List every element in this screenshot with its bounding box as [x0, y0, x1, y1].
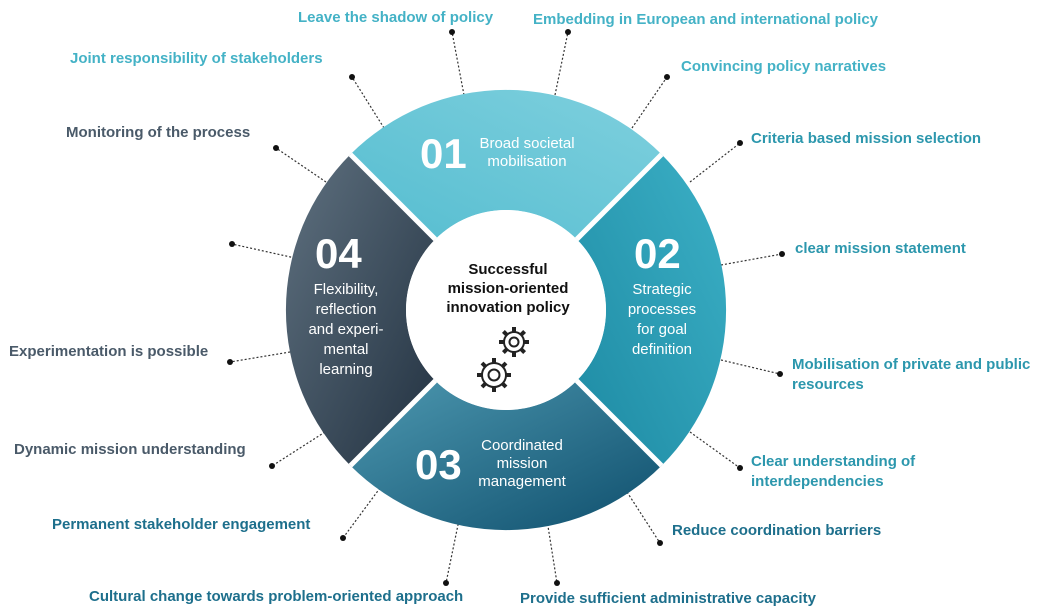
- label-stakeholder-engagement: Permanent stakeholder engagement: [52, 516, 311, 533]
- label-experimentation: Experimentation is possible: [9, 343, 209, 360]
- segment-02-line2: processes: [628, 301, 696, 318]
- segment-03-number: 03: [415, 441, 462, 488]
- segment-02-line4: definition: [632, 341, 692, 358]
- segment-04-line5: learning: [319, 361, 372, 378]
- center-line3: innovation policy: [446, 299, 570, 316]
- label-cultural-change: Cultural change towards problem-oriented…: [89, 588, 464, 605]
- segment-04-line1: Flexibility,: [314, 281, 379, 298]
- segment-separators: [348, 152, 664, 468]
- label-clear-statement: clear mission statement: [795, 240, 966, 257]
- center-circle: [406, 210, 606, 410]
- segment-02-number: 02: [634, 230, 681, 277]
- label-leave-shadow: Leave the shadow of policy: [298, 9, 494, 26]
- gears-icon: [477, 327, 529, 392]
- segment-02-line1: Strategic: [632, 281, 692, 298]
- segment-04-number: 04: [315, 230, 362, 277]
- label-monitoring: Monitoring of the process: [66, 124, 251, 141]
- label-embedding: Embedding in European and international …: [533, 11, 879, 28]
- segment-03-line2: mission: [497, 455, 548, 472]
- label-reduce-barriers: Reduce coordination barriers: [672, 522, 882, 539]
- label-mobilisation-resources-2: resources: [792, 376, 864, 393]
- label-admin-capacity: Provide sufficient administrative capaci…: [520, 590, 816, 607]
- center-line2: mission-oriented: [448, 280, 569, 297]
- center-line1: Successful: [468, 261, 547, 278]
- segment-01: [350, 89, 662, 240]
- segment-01-number: 01: [420, 130, 467, 177]
- segment-03: [350, 380, 662, 531]
- label-mobilisation-resources-1: Mobilisation of private and public: [792, 356, 1031, 373]
- label-convincing-narratives: Convincing policy narratives: [681, 58, 887, 75]
- segment-04-line2: reflection: [316, 301, 377, 318]
- leader-dots: [227, 29, 785, 586]
- segment-02: [576, 154, 727, 466]
- segment-03-line1: Coordinated: [481, 437, 563, 454]
- segment-03-line3: management: [478, 473, 566, 490]
- label-dynamic-understanding: Dynamic mission understanding: [14, 441, 246, 458]
- segment-04: [285, 154, 436, 466]
- segment-02-line3: for goal: [637, 321, 687, 338]
- segment-01-line2: mobilisation: [487, 153, 566, 170]
- label-clear-interdependencies-2: interdependencies: [751, 473, 884, 490]
- segment-04-line4: mental: [323, 341, 368, 358]
- label-joint-responsibility: Joint responsibility of stakeholders: [70, 50, 323, 67]
- segment-04-line3: and experi-: [308, 321, 383, 338]
- leader-lines: [229, 31, 783, 584]
- segment-01-line1: Broad societal: [479, 135, 574, 152]
- label-clear-interdependencies-1: Clear understanding of: [751, 453, 916, 470]
- label-criteria-selection: Criteria based mission selection: [751, 130, 982, 147]
